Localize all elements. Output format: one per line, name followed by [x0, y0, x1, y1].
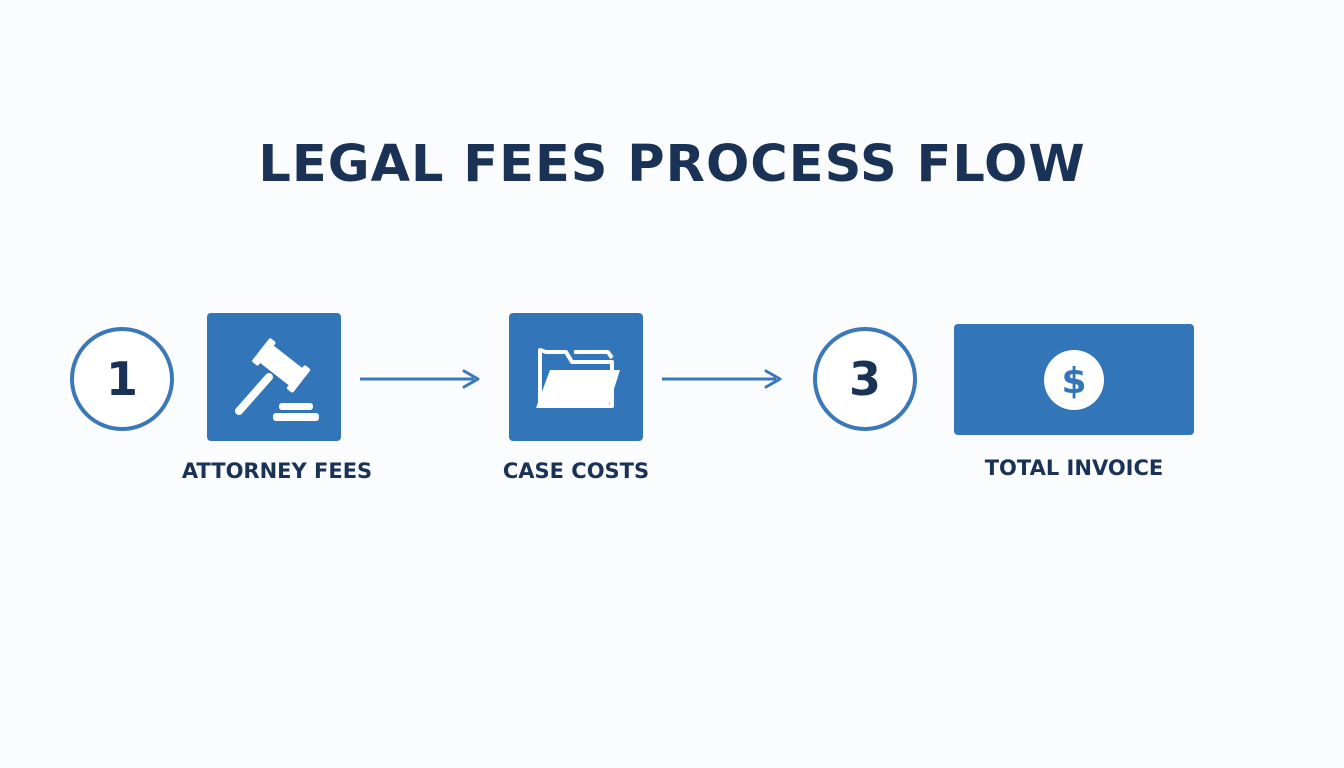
arrow-right-icon: [662, 369, 782, 389]
step-3-icon-box: $: [954, 324, 1194, 435]
step-3-label: TOTAL INVOICE: [984, 456, 1164, 480]
step-2-label: CASE COSTS: [502, 459, 650, 483]
folder-icon: [536, 348, 620, 408]
gavel-icon: [235, 338, 319, 421]
step-2-icon-box: [509, 313, 643, 441]
step-1-number: 1: [105, 352, 138, 406]
dollar-icon: $: [1044, 349, 1104, 410]
step-1-number-circle: 1: [70, 327, 174, 431]
svg-text:$: $: [1061, 361, 1086, 402]
step-3-number-circle: 3: [813, 327, 917, 431]
arrow-right-icon: [360, 369, 480, 389]
step-3-number: 3: [848, 352, 881, 406]
step-1-label: ATTORNEY FEES: [181, 459, 373, 483]
diagram-title: LEGAL FEES PROCESS FLOW: [258, 135, 1086, 194]
step-1-icon-box: [207, 313, 341, 441]
